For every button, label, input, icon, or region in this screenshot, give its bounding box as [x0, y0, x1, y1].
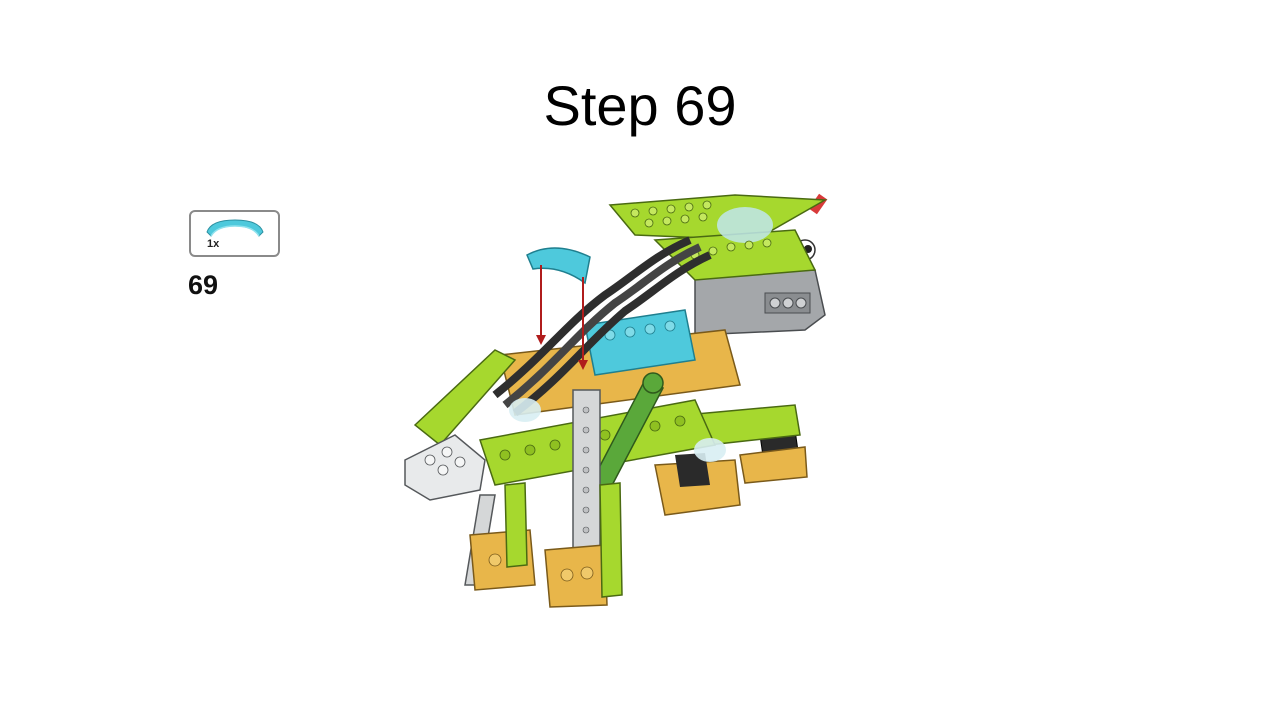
step-number: 69 — [188, 270, 219, 300]
lego-model-illustration — [395, 185, 845, 615]
page-title: Step 69 — [543, 74, 737, 137]
part-quantity: 1x — [207, 238, 220, 250]
parts-list-box: 1x — [189, 210, 280, 257]
curved-slope-brick-icon — [205, 216, 265, 243]
